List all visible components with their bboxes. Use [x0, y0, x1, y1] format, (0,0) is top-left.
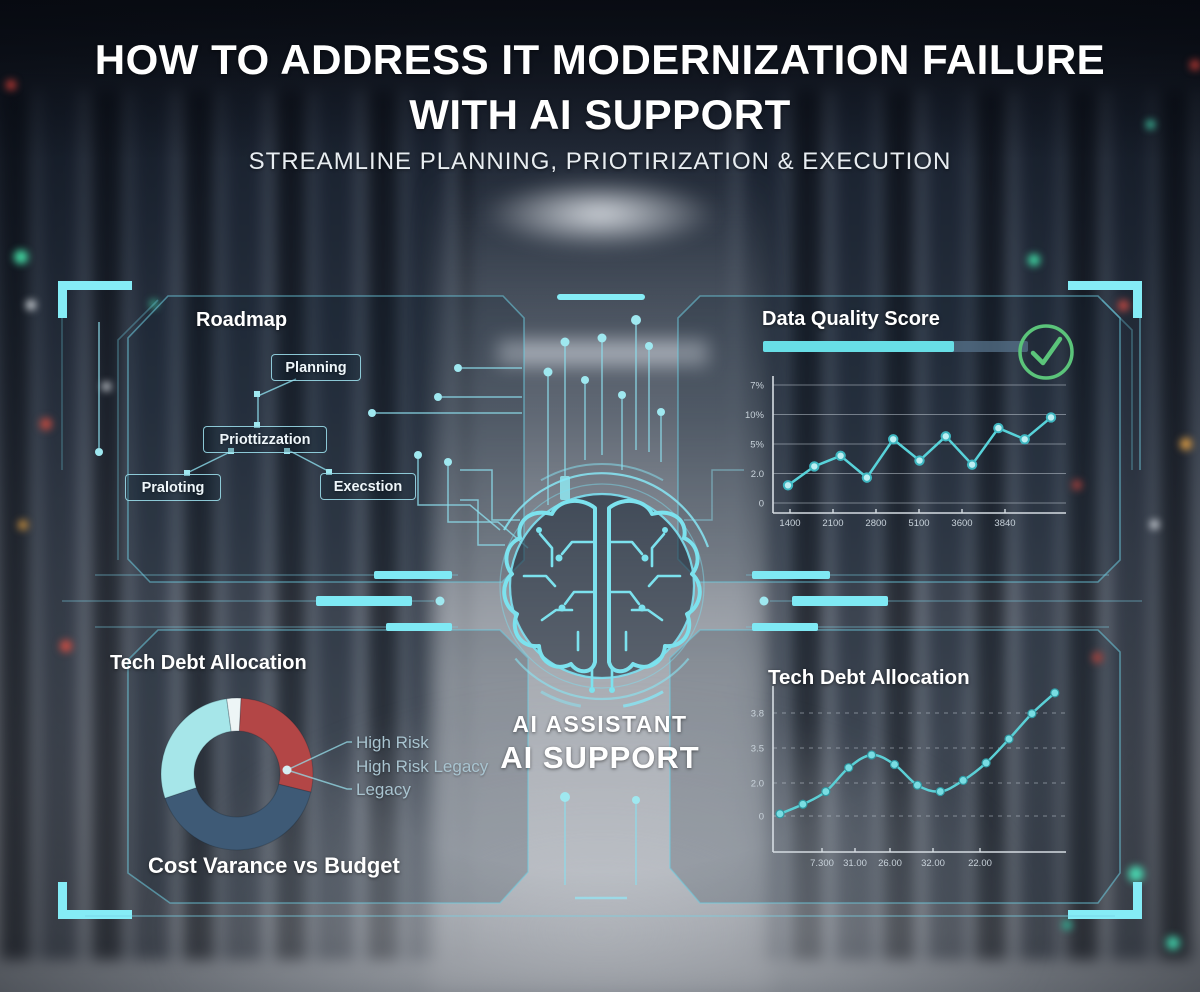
ai-assistant-label: AI ASSISTANT — [512, 711, 688, 737]
circuit-brain-icon — [499, 462, 710, 708]
bokeh-light — [14, 250, 28, 264]
svg-text:5100: 5100 — [908, 518, 929, 529]
svg-text:31.00: 31.00 — [843, 858, 867, 869]
svg-text:10%: 10% — [745, 410, 765, 421]
bokeh-light — [60, 640, 72, 652]
bokeh-light — [40, 418, 52, 430]
svg-text:1400: 1400 — [779, 518, 800, 529]
bokeh-light — [26, 300, 36, 310]
bracket-top-left — [58, 281, 132, 318]
page-subtitle: STREAMLINE PLANNING, PRIOTIRIZATION & EX… — [248, 148, 952, 175]
circuit-decoration-top-center — [543, 315, 665, 505]
tech-debt-pie-title: Tech Debt Allocation — [110, 652, 307, 674]
svg-text:0: 0 — [759, 812, 764, 823]
svg-text:32.00: 32.00 — [921, 858, 945, 869]
page-title-line1: HOW TO ADDRESS IT MODERNIZATION FAILURE — [94, 36, 1106, 83]
bokeh-light — [150, 300, 158, 308]
roadmap-node-prioritization: Priottizzation — [203, 426, 327, 453]
roadmap-node-piloting: Praloting — [125, 474, 221, 501]
roadmap-node-planning: Planning — [271, 354, 361, 381]
bokeh-light — [1062, 920, 1072, 930]
circuit-decoration-flanks — [62, 469, 1142, 631]
circuit-decoration-bottom-center — [85, 792, 1115, 917]
data-quality-progress — [763, 341, 1028, 352]
bokeh-light — [1180, 438, 1192, 450]
svg-text:2800: 2800 — [865, 518, 886, 529]
bokeh-light — [102, 382, 111, 391]
svg-text:2.0: 2.0 — [751, 469, 764, 480]
bokeh-light — [1118, 300, 1129, 311]
svg-text:22.00: 22.00 — [968, 858, 992, 869]
roadmap-connectors — [95, 322, 332, 476]
check-circle-icon — [1018, 324, 1074, 380]
data-quality-line-chart: 7% 10% 5% 2.0 0 1400 2100 2800 5100 3600 3840 — [745, 376, 1066, 529]
tech-debt-pie-chart — [160, 697, 314, 851]
svg-text:3.8: 3.8 — [751, 709, 764, 720]
legend-item-high-risk-legacy: High Risk Legacy — [356, 756, 489, 776]
bokeh-light — [1146, 120, 1155, 129]
data-quality-title: Data Quality Score — [762, 308, 940, 330]
svg-text:5%: 5% — [750, 440, 764, 451]
bokeh-light — [1128, 866, 1144, 882]
svg-text:2100: 2100 — [822, 518, 843, 529]
bokeh-light — [1092, 652, 1103, 663]
svg-text:3600: 3600 — [951, 518, 972, 529]
roadmap-node-execution: Execstion — [320, 473, 416, 500]
circuit-decoration-left-panel — [368, 364, 529, 549]
bokeh-light — [18, 520, 28, 530]
pie-leader-lines — [282, 741, 352, 790]
svg-text:26.00: 26.00 — [878, 858, 902, 869]
bokeh-light — [1190, 60, 1200, 70]
cost-variance-caption: Cost Varance vs Budget — [148, 853, 400, 878]
progress-fill — [763, 341, 954, 352]
bokeh-light — [6, 80, 16, 90]
tech-debt-line-chart: 3.8 3.5 2.0 0 7.300 31.00 26.00 32.00 22.00 — [751, 686, 1066, 869]
svg-text:2.0: 2.0 — [751, 779, 764, 790]
bracket-top-right — [1068, 281, 1142, 318]
ai-support-label: AI SUPPORT — [500, 740, 700, 775]
legend-item-legacy: Legacy — [356, 780, 411, 799]
svg-text:3840: 3840 — [994, 518, 1015, 529]
pie-legend: High Risk High Risk Legacy Legacy — [356, 731, 488, 802]
tech-debt-line-title: Tech Debt Allocation — [768, 666, 970, 689]
bokeh-light — [1072, 480, 1082, 490]
svg-text:7%: 7% — [750, 381, 764, 392]
top-center-dash — [557, 294, 645, 300]
bokeh-light — [1028, 254, 1040, 266]
legend-item-high-risk: High Risk — [356, 733, 429, 752]
roadmap-title: Roadmap — [196, 309, 288, 331]
svg-text:3.5: 3.5 — [751, 744, 764, 755]
svg-text:0: 0 — [759, 499, 764, 510]
bokeh-light — [1150, 520, 1159, 529]
svg-text:7.300: 7.300 — [810, 858, 834, 869]
bracket-bottom-left — [58, 882, 132, 919]
panel-quality-frame — [677, 295, 1121, 583]
bokeh-light — [1166, 936, 1180, 950]
page-title-line2: WITH AI SUPPORT — [409, 91, 791, 138]
